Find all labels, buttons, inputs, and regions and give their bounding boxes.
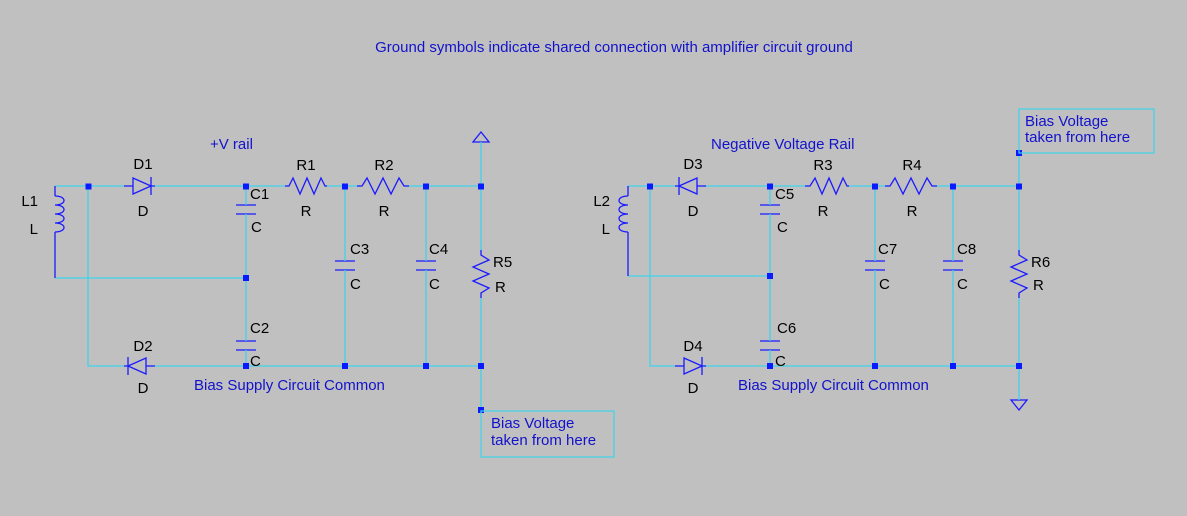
l2-value-label: L xyxy=(602,221,610,238)
resistor-r5[interactable]: R5 R xyxy=(471,250,512,298)
d2-ref-label: D2 xyxy=(133,338,152,355)
left-bias-note: Bias Voltage taken from here xyxy=(480,410,615,458)
c7-value-label: C xyxy=(879,276,890,293)
resistor-r1[interactable]: R1 R xyxy=(285,157,327,220)
d1-value-label: D xyxy=(138,203,149,220)
resistor-r2[interactable]: R2 R xyxy=(357,157,409,220)
capacitor-c1[interactable]: C1 C xyxy=(236,186,269,236)
c5-value-label: C xyxy=(777,219,788,236)
d3-ref-label: D3 xyxy=(683,156,702,173)
inductor-l1[interactable]: L1 L xyxy=(21,186,65,278)
l1-ref-label: L1 xyxy=(21,193,38,210)
diode-d4[interactable]: D4 D xyxy=(675,338,706,397)
diode-d3[interactable]: D3 D xyxy=(675,156,706,220)
right-junction-nodes xyxy=(647,150,1022,369)
c6-value-label: C xyxy=(775,353,786,370)
right-circuit: L2 L D3 D D4 D C5 C xyxy=(593,108,1155,412)
capacitor-c7[interactable]: C7 C xyxy=(865,241,897,293)
left-circuit: L1 L D1 D D2 D C1 C xyxy=(21,130,615,458)
r6-ref-label: R6 xyxy=(1031,254,1050,271)
r2-ref-label: R2 xyxy=(374,157,393,174)
ground-triangle-down-icon xyxy=(1009,398,1029,412)
c7-ref-label: C7 xyxy=(878,241,897,258)
capacitor-c2[interactable]: C2 C xyxy=(236,320,269,370)
r5-value-label: R xyxy=(495,279,506,296)
left-rail-label: +V rail xyxy=(210,136,253,153)
capacitor-c6[interactable]: C6 C xyxy=(760,320,796,370)
r6-value-label: R xyxy=(1033,277,1044,294)
c5-ref-label: C5 xyxy=(775,186,794,203)
r3-ref-label: R3 xyxy=(813,157,832,174)
c8-value-label: C xyxy=(957,276,968,293)
d1-ref-label: D1 xyxy=(133,156,152,173)
c3-value-label: C xyxy=(350,276,361,293)
c3-ref-label: C3 xyxy=(350,241,369,258)
c1-value-label: C xyxy=(251,219,262,236)
c2-ref-label: C2 xyxy=(250,320,269,337)
resistor-r3[interactable]: R3 R xyxy=(805,157,849,220)
r4-ref-label: R4 xyxy=(902,157,921,174)
capacitor-c8[interactable]: C8 C xyxy=(943,241,976,293)
r2-value-label: R xyxy=(379,203,390,220)
diode-d1[interactable]: D1 D xyxy=(124,156,155,220)
c6-ref-label: C6 xyxy=(777,320,796,337)
left-bias-note-line1: Bias Voltage xyxy=(491,415,574,432)
capacitor-c3[interactable]: C3 C xyxy=(335,241,369,293)
capacitor-c4[interactable]: C4 C xyxy=(416,241,448,293)
d4-ref-label: D4 xyxy=(683,338,702,355)
left-wires xyxy=(55,150,482,410)
right-bias-note-line2: taken from here xyxy=(1025,129,1130,146)
d3-value-label: D xyxy=(688,203,699,220)
r1-ref-label: R1 xyxy=(296,157,315,174)
c8-ref-label: C8 xyxy=(957,241,976,258)
left-common-label: Bias Supply Circuit Common xyxy=(194,377,385,394)
left-bias-note-line2: taken from here xyxy=(491,432,596,449)
c4-ref-label: C4 xyxy=(429,241,448,258)
capacitor-c5[interactable]: C5 C xyxy=(760,186,794,236)
inductor-l2[interactable]: L2 L xyxy=(593,186,629,276)
right-bias-note-line1: Bias Voltage xyxy=(1025,113,1108,130)
right-bias-note: Bias Voltage taken from here xyxy=(1018,108,1155,154)
d2-value-label: D xyxy=(138,380,149,397)
d4-value-label: D xyxy=(688,380,699,397)
left-junction-nodes xyxy=(85,183,484,413)
right-rail-label: Negative Voltage Rail xyxy=(711,136,854,153)
r1-value-label: R xyxy=(301,203,312,220)
c4-value-label: C xyxy=(429,276,440,293)
ground-triangle-up-icon xyxy=(471,130,491,150)
r5-ref-label: R5 xyxy=(493,254,512,271)
resistor-r6[interactable]: R6 R xyxy=(1009,250,1050,298)
l2-ref-label: L2 xyxy=(593,193,610,210)
diode-d2[interactable]: D2 D xyxy=(124,338,155,397)
r3-value-label: R xyxy=(818,203,829,220)
r4-value-label: R xyxy=(907,203,918,220)
c1-ref-label: C1 xyxy=(250,186,269,203)
resistor-r4[interactable]: R4 R xyxy=(885,157,937,220)
right-common-label: Bias Supply Circuit Common xyxy=(738,377,929,394)
l1-value-label: L xyxy=(30,221,38,238)
schematic-title: Ground symbols indicate shared connectio… xyxy=(375,39,853,56)
c2-value-label: C xyxy=(250,353,261,370)
